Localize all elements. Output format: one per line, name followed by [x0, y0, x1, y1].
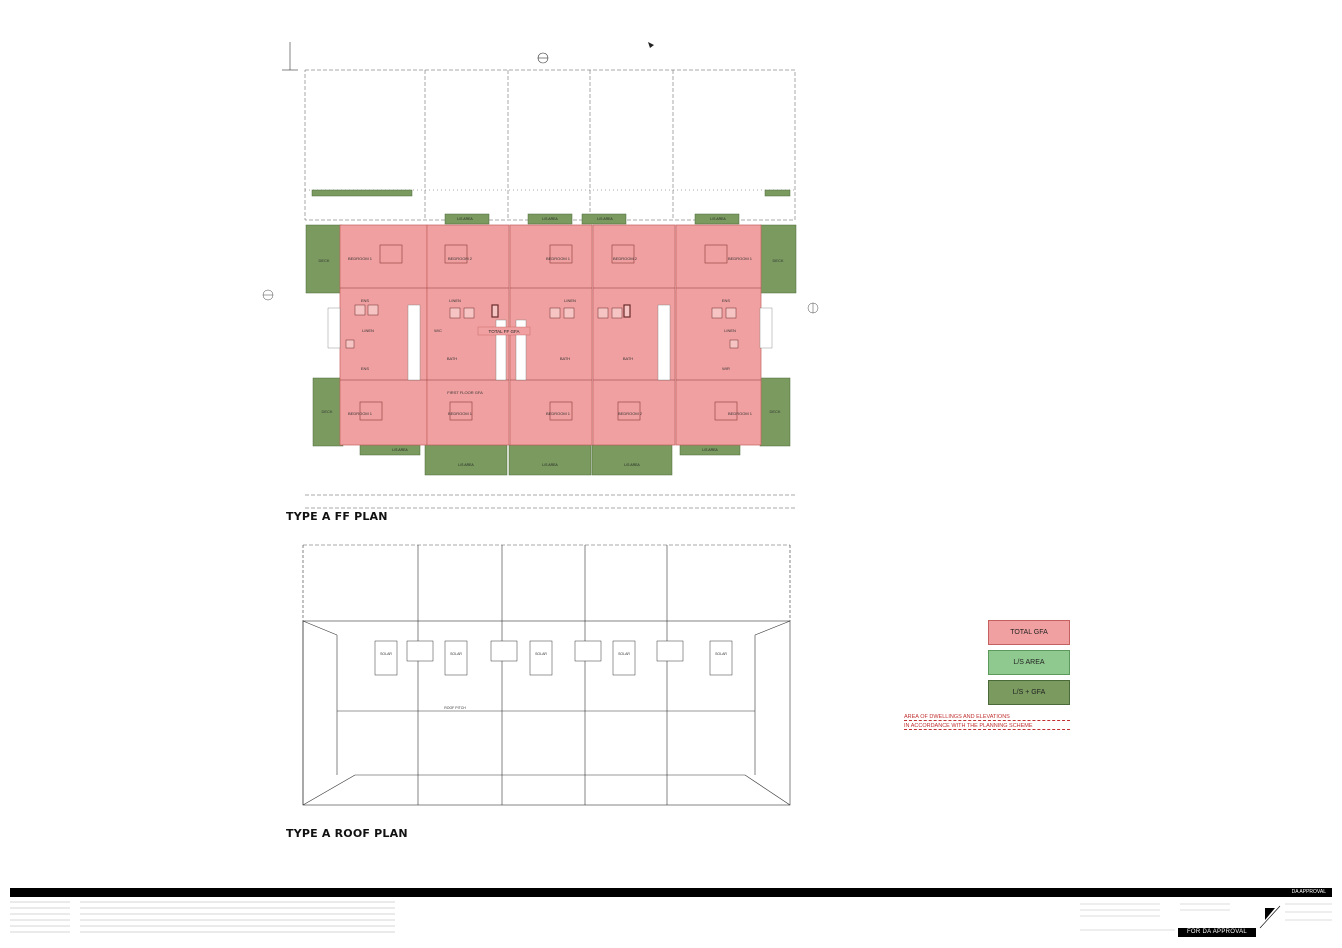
roof-solar-label: SOLAR [618, 652, 630, 656]
title-block-status: DA APPROVAL [1291, 889, 1326, 895]
first-floor-label: FIRST FLOOR GFA [447, 390, 483, 395]
room-label-bedroom-1: BEDROOM 1 [448, 411, 473, 416]
ls-area-tag: L/S AREA [392, 448, 408, 452]
title-block-bar: DA APPROVAL [10, 888, 1332, 897]
room-label-ens: ENS [361, 298, 370, 303]
approval-stamp: FOR DA APPROVAL [1178, 928, 1256, 937]
title-block-project [1080, 898, 1332, 940]
room-label-ens: ENS [722, 298, 731, 303]
ls-area-tag: L/S AREA [457, 217, 473, 221]
ff-plan-title: TYPE A FF PLAN [286, 510, 388, 523]
roof-solar-label: SOLAR [380, 652, 392, 656]
room-label-bedroom-1: BEDROOM 1 [348, 411, 373, 416]
room-label-bedroom-2: BEDROOM 2 [618, 411, 643, 416]
legend-ls-area-label: L/S AREA [1013, 659, 1045, 666]
room-label-bedroom-1: BEDROOM 1 [348, 256, 373, 261]
room-label-bedroom-2: BEDROOM 2 [448, 256, 473, 261]
title-block-notes [10, 898, 395, 938]
roof-solar-label: SOLAR [715, 652, 727, 656]
deck-label: DECK [772, 258, 783, 263]
legend-note-line1: AREA OF DWELLINGS AND ELEVATIONS [904, 714, 1070, 721]
deck-label: DECK [321, 409, 332, 414]
roof-plan-drawing: SOLAR SOLAR SOLAR SOLAR SOLAR ROOF PITCH [295, 535, 795, 815]
deck-label: DECK [769, 409, 780, 414]
room-label-bedroom-1: BEDROOM 1 [728, 256, 753, 261]
room-label-bedroom-1: BEDROOM 1 [546, 256, 571, 261]
roof-plan-title: TYPE A ROOF PLAN [286, 827, 408, 840]
legend-ls-area: L/S AREA [988, 650, 1070, 675]
ls-area-tag: L/S AREA [597, 217, 613, 221]
room-label-bedroom-1: BEDROOM 1 [728, 411, 753, 416]
legend-total-gfa: TOTAL GFA [988, 620, 1070, 645]
ff-plan-drawing: BEDROOM 1 BEDROOM 2 BEDROOM 1 BEDROOM 2 … [260, 30, 840, 520]
ls-area-tag: L/S AREA [702, 448, 718, 452]
legend-ls-gfa-label: L/S + GFA [1012, 689, 1046, 696]
room-label-ens: ENS [361, 366, 370, 371]
room-label-bath: BATH [560, 356, 570, 361]
room-label-linen: LINEN [449, 298, 461, 303]
roof-pitch-label: ROOF PITCH [444, 706, 466, 710]
north-arrow-icon [282, 42, 549, 71]
roof-solar-label: SOLAR [450, 652, 462, 656]
room-label-bedroom-2: BEDROOM 2 [613, 256, 638, 261]
room-label-bath: BATH [447, 356, 457, 361]
room-label-wc: W/C [434, 328, 442, 333]
room-label-wir: WIR [722, 366, 730, 371]
room-label-bath: BATH [623, 356, 633, 361]
room-label-linen: LINEN [724, 328, 736, 333]
ls-area-tag: L/S AREA [542, 463, 558, 467]
ls-area-tag: L/S AREA [542, 217, 558, 221]
total-ff-gfa-label: TOTAL FF GFA [489, 329, 520, 334]
legend-ls-gfa: L/S + GFA [988, 680, 1070, 705]
legend-total-gfa-label: TOTAL GFA [1010, 629, 1048, 636]
roof-solar-label: SOLAR [535, 652, 547, 656]
ls-area-tag: L/S AREA [710, 217, 726, 221]
room-label-bedroom-1: BEDROOM 1 [546, 411, 571, 416]
ls-area-tag: L/S AREA [624, 463, 640, 467]
ls-area-tag: L/S AREA [458, 463, 474, 467]
north-point-icon [1265, 908, 1275, 920]
deck-label: DECK [318, 258, 329, 263]
legend-note-line2: IN ACCORDANCE WITH THE PLANNING SCHEME [904, 723, 1070, 730]
room-label-linen: LINEN [362, 328, 374, 333]
room-label-linen: LINEN [564, 298, 576, 303]
